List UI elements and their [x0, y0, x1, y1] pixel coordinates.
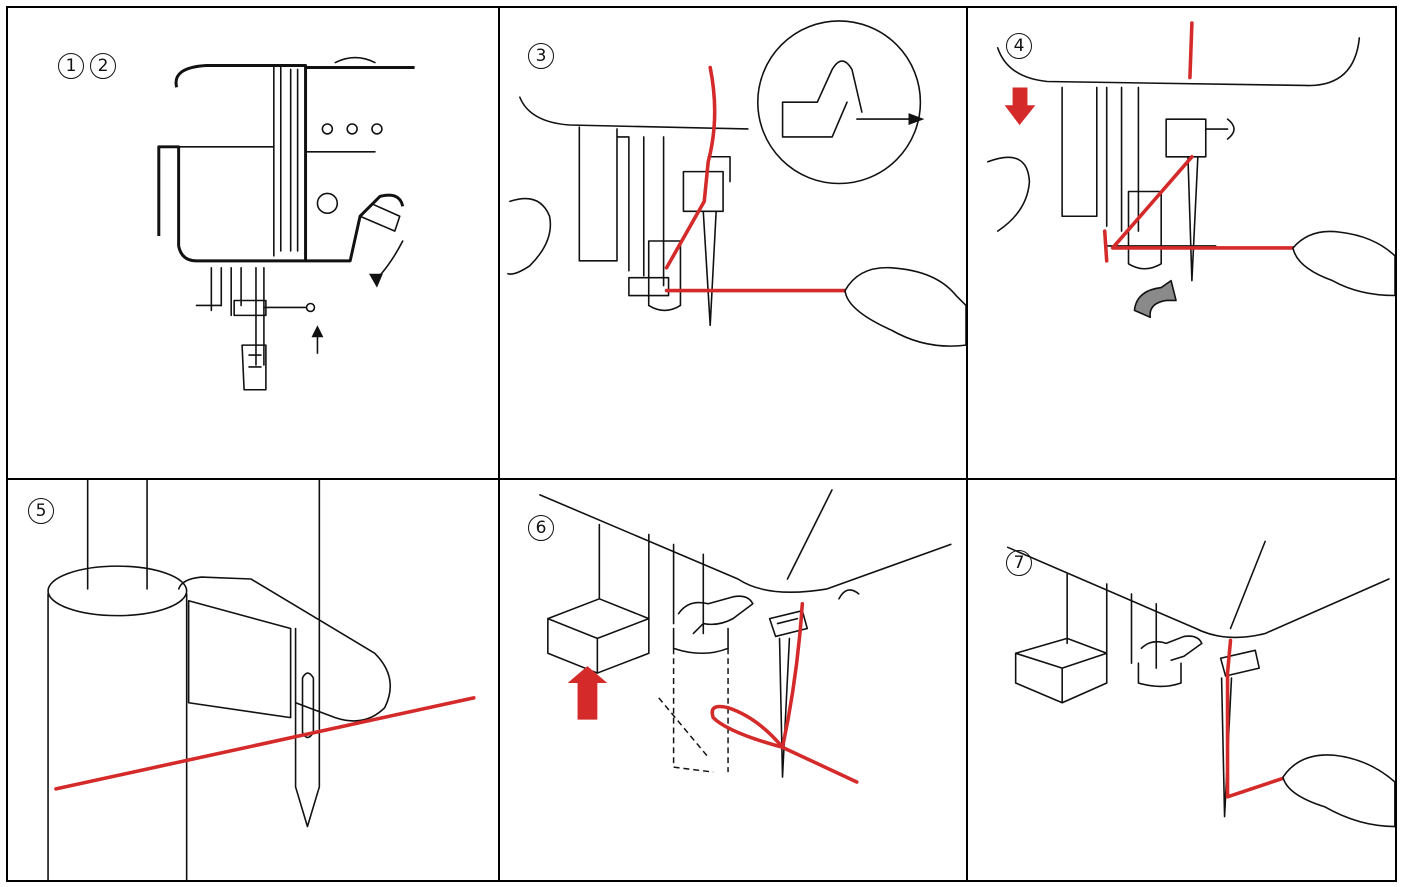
panel-step-5: 5 — [6, 478, 500, 882]
step-numbers: 7 — [1006, 550, 1038, 576]
needle-eye-closeup-illustration — [47, 480, 476, 880]
step-number-3: 3 — [528, 43, 554, 69]
step-numbers: 3 — [528, 43, 560, 69]
panel-step-4: 4 — [966, 6, 1397, 480]
step-numbers: 5 — [28, 498, 60, 524]
threader-lever-lower-illustration — [987, 21, 1395, 319]
step-numbers: 4 — [1006, 33, 1038, 59]
step-number-7: 7 — [1006, 550, 1032, 576]
thread-loop-illustration — [539, 489, 952, 784]
step-numbers: 6 — [528, 515, 560, 541]
threader-hook-illustration — [507, 20, 966, 347]
panel-step-6: 6 — [498, 478, 968, 882]
step-number-4: 4 — [1006, 33, 1032, 59]
threaded-needle-pull-illustration — [1006, 540, 1395, 828]
step-number-5: 5 — [28, 498, 54, 524]
sewing-machine-head-illustration — [157, 56, 415, 391]
step-number-2: 2 — [90, 53, 116, 79]
panel-step-7: 7 — [966, 478, 1397, 882]
step-number-1: 1 — [58, 53, 84, 79]
step-number-6: 6 — [528, 515, 554, 541]
panel-step-3: 3 A — [498, 6, 968, 480]
